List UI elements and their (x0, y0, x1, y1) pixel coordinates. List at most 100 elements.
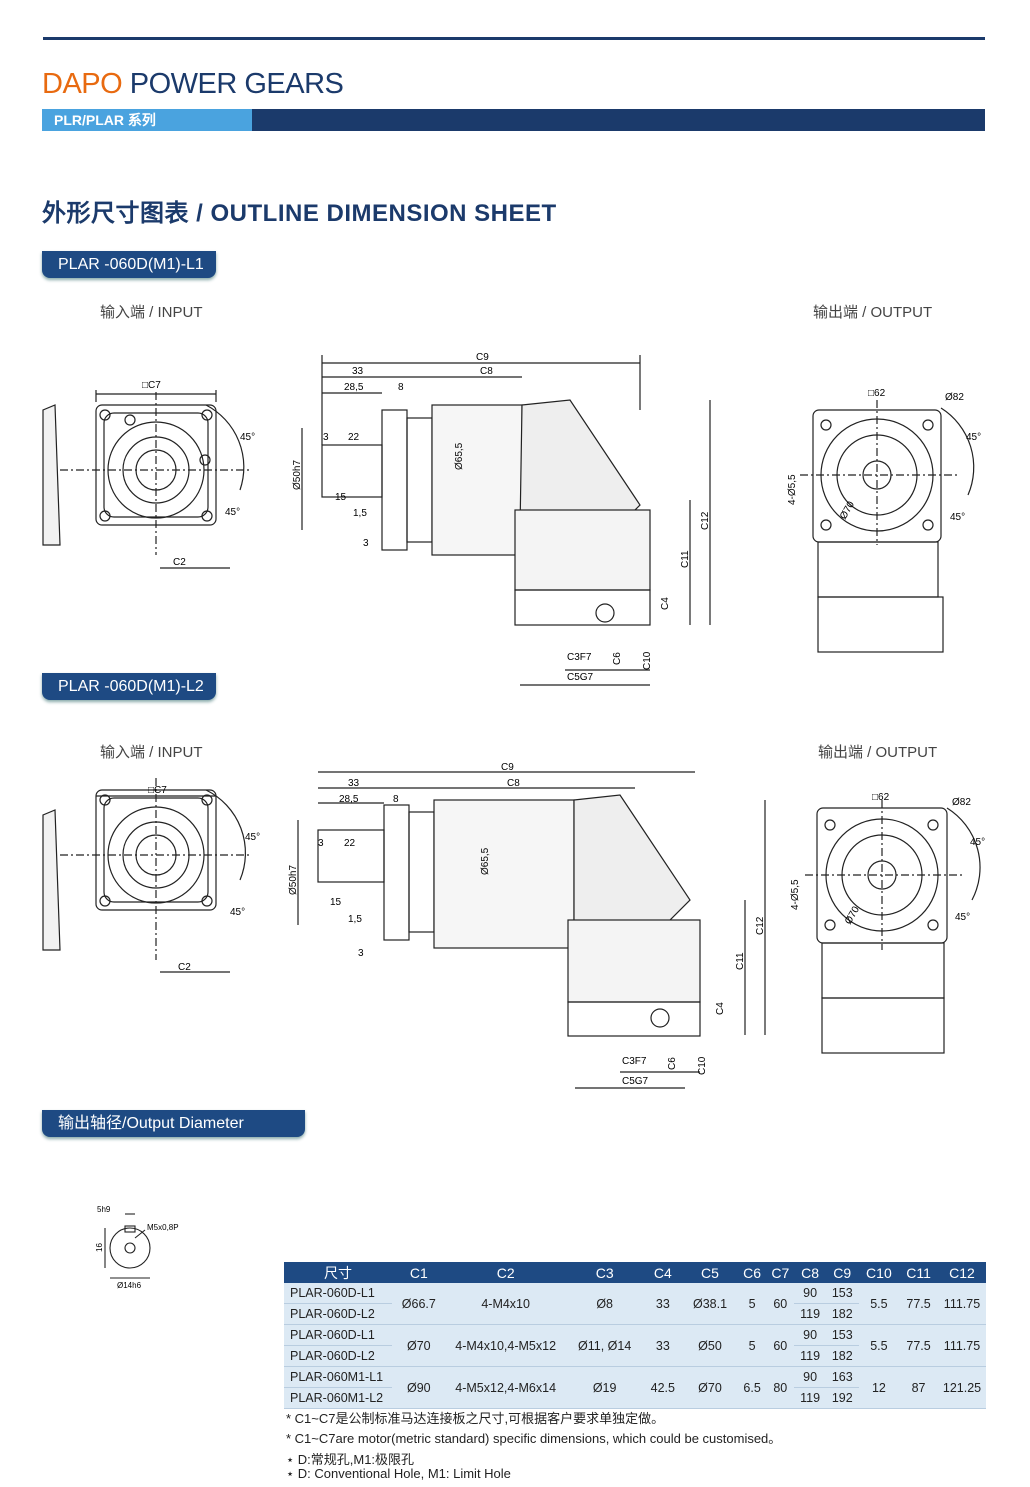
label-d50-2: Ø50h7 (288, 865, 299, 895)
cell-c8: 90 (794, 1366, 826, 1388)
label-33: 33 (352, 366, 364, 377)
cell-c1: Ø90 (392, 1366, 446, 1409)
output-diameter-title: 输出轴径/Output Diameter (42, 1110, 305, 1137)
cell-c9: 163 (825, 1366, 859, 1388)
cell-c2: 4-M5x12,4-M6x14 (445, 1366, 566, 1409)
table-header-row: 尺寸 C1 C2 C3 C4 C5 C6 C7 C8 C9 C10 C11 C1… (284, 1262, 986, 1283)
label-33-2: 33 (348, 778, 360, 789)
label-s62-2: □62 (872, 792, 890, 803)
cell-c12: 121.25 (938, 1366, 986, 1409)
th-c5: C5 (682, 1262, 738, 1283)
table-row: PLAR-060D-L2 119 182 (284, 1303, 986, 1325)
brand-title: DAPO POWER GEARS (42, 68, 344, 100)
shaft-thread-label: M5x0,8P (147, 1223, 179, 1232)
label-c10: C10 (642, 651, 653, 670)
table-row: PLAR-060D-L1 Ø66.7 4-M4x10 Ø8 33 Ø38.1 5… (284, 1283, 986, 1325)
cell-c4: 33 (643, 1283, 682, 1325)
label-8: 8 (398, 382, 404, 393)
cell-c2: 4-M4x10 (445, 1283, 566, 1325)
th-c12: C12 (938, 1262, 986, 1283)
label-28-5-2: 28,5 (339, 794, 359, 805)
cell-c7: 60 (766, 1324, 795, 1367)
cell-model: PLAR-060M1-L1 (284, 1366, 392, 1388)
label-c8: C8 (480, 366, 493, 377)
label-1-5-2: 1,5 (348, 914, 362, 925)
label-22: 22 (348, 432, 360, 443)
th-size: 尺寸 (284, 1262, 392, 1283)
label-c11-2: C11 (735, 952, 746, 970)
cell-c3: Ø11, Ø14 (565, 1324, 644, 1367)
drawing-l2: □C7 C2 45° 45° C9 C8 33 28,5 8 3 22 15 1… (42, 762, 985, 1089)
label-c6: C6 (612, 652, 623, 665)
label-c4: C4 (660, 597, 671, 610)
label-c5: C5G7 (567, 672, 594, 683)
label-c8-2: C8 (507, 778, 520, 789)
cell-c1: Ø70 (392, 1324, 446, 1367)
cell-c11: 77.5 (899, 1324, 938, 1367)
label-c7-2: □C7 (148, 785, 167, 796)
cell-c9: 153 (825, 1324, 859, 1346)
label-c10-2: C10 (697, 1056, 708, 1075)
side-view-2 (297, 771, 766, 1089)
top-rule (43, 37, 985, 40)
label-45b: 45° (225, 507, 240, 518)
label-45a: 45° (240, 432, 255, 443)
model-2-output-label: 输出端 / OUTPUT (818, 744, 938, 761)
cell-c2: 4-M4x10,4-M5x12 (445, 1324, 566, 1367)
cell-c10: 12 (858, 1366, 900, 1409)
note-1: * C1~C7是公制标准马达连接板之尺寸,可根据客户要求单独定做。 (286, 1411, 665, 1426)
label-3: 3 (323, 432, 329, 443)
shaft-diameter-label: Ø14h6 (117, 1281, 142, 1290)
label-45-2a: 45° (245, 832, 260, 843)
label-28-5: 28,5 (344, 382, 364, 393)
cell-c7: 80 (766, 1366, 795, 1409)
th-c6: C6 (738, 1262, 767, 1283)
label-3-2: 3 (318, 838, 324, 849)
th-c10: C10 (858, 1262, 900, 1283)
input-view (42, 390, 250, 569)
cell-c9: 182 (825, 1303, 859, 1325)
series-label: PLR/PLAR 系列 (42, 109, 252, 131)
cell-c8: 90 (794, 1324, 826, 1346)
label-4-d55: 4-Ø5,5 (787, 474, 798, 505)
label-c5-2: C5G7 (622, 1076, 649, 1087)
output-view-2 (805, 800, 981, 1054)
label-45-2d: 45° (955, 912, 970, 923)
label-c3: C3F7 (567, 652, 592, 663)
cell-c5: Ø70 (682, 1366, 738, 1409)
cell-model: PLAR-060D-L1 (284, 1283, 392, 1304)
label-22-2: 22 (344, 838, 356, 849)
table-row: PLAR-060D-L1 Ø70 4-M4x10,4-M5x12 Ø11, Ø1… (284, 1324, 986, 1367)
sheet-title: 外形尺寸图表 / OUTLINE DIMENSION SHEET (42, 200, 557, 227)
model-2-input-label: 输入端 / INPUT (100, 744, 203, 761)
dimension-table: 尺寸 C1 C2 C3 C4 C5 C6 C7 C8 C9 C10 C11 C1… (284, 1262, 986, 1409)
cell-c8: 119 (794, 1303, 826, 1325)
th-c8: C8 (794, 1262, 826, 1283)
model-1-title: PLAR -060D(M1)-L1 (42, 251, 216, 278)
cell-c12: 111.75 (938, 1324, 986, 1367)
label-45c: 45° (966, 432, 981, 443)
label-d70: Ø70 (838, 499, 857, 521)
label-c2: C2 (173, 557, 186, 568)
drawing-l1: □C7 C2 45° 45° C9 C8 33 28,5 8 3 22 15 1… (42, 352, 981, 686)
label-1-5: 1,5 (353, 508, 367, 519)
note-2: * C1~C7are motor(metric standard) specif… (286, 1431, 782, 1446)
input-view-2 (42, 778, 250, 973)
label-d65: Ø65,5 (454, 442, 465, 470)
label-c12-2: C12 (755, 916, 766, 935)
cell-c11: 77.5 (899, 1283, 938, 1325)
cell-model: PLAR-060M1-L2 (284, 1387, 392, 1409)
shaft-drawing: 5h9 M5x0,8P 16 Ø14h6 (95, 1205, 179, 1290)
label-d65-2: Ø65,5 (480, 847, 491, 875)
model-1-output-label: 输出端 / OUTPUT (813, 304, 933, 321)
label-15-2: 15 (330, 897, 342, 908)
cell-c9: 182 (825, 1345, 859, 1367)
label-c2-2: C2 (178, 962, 191, 973)
cell-c10: 5.5 (858, 1324, 900, 1367)
shaft-height-label: 16 (95, 1243, 104, 1252)
cell-c1: Ø66.7 (392, 1283, 446, 1325)
cell-c8: 119 (794, 1345, 826, 1367)
table-row: PLAR-060M1-L1 Ø90 4-M5x12,4-M6x14 Ø19 42… (284, 1366, 986, 1409)
cell-c10: 5.5 (858, 1283, 900, 1325)
th-c7: C7 (766, 1262, 795, 1283)
